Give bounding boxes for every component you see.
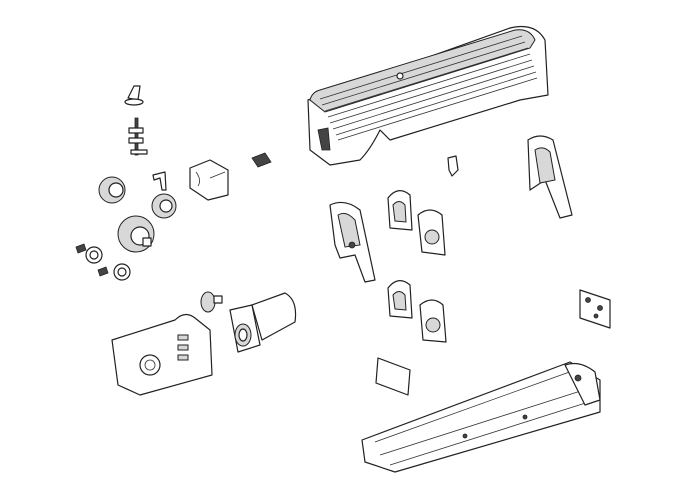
limit-switch-shaft [128,117,148,156]
lever [152,171,167,191]
base-rail [361,361,601,473]
end-bracket-left [329,201,376,283]
small-clip [447,155,459,177]
housing-cover [307,25,549,166]
end-bracket-right [527,135,573,219]
gasket-plate [375,357,411,396]
gearbox [111,313,213,396]
limit-cams [75,243,131,281]
key-release [124,85,144,106]
gears [98,176,177,253]
electronics-housing [189,159,229,201]
mounting-brackets [387,190,447,343]
motor [229,292,297,353]
worm-screw [200,291,223,313]
connector-block [251,152,272,168]
cover-plate [579,289,611,329]
